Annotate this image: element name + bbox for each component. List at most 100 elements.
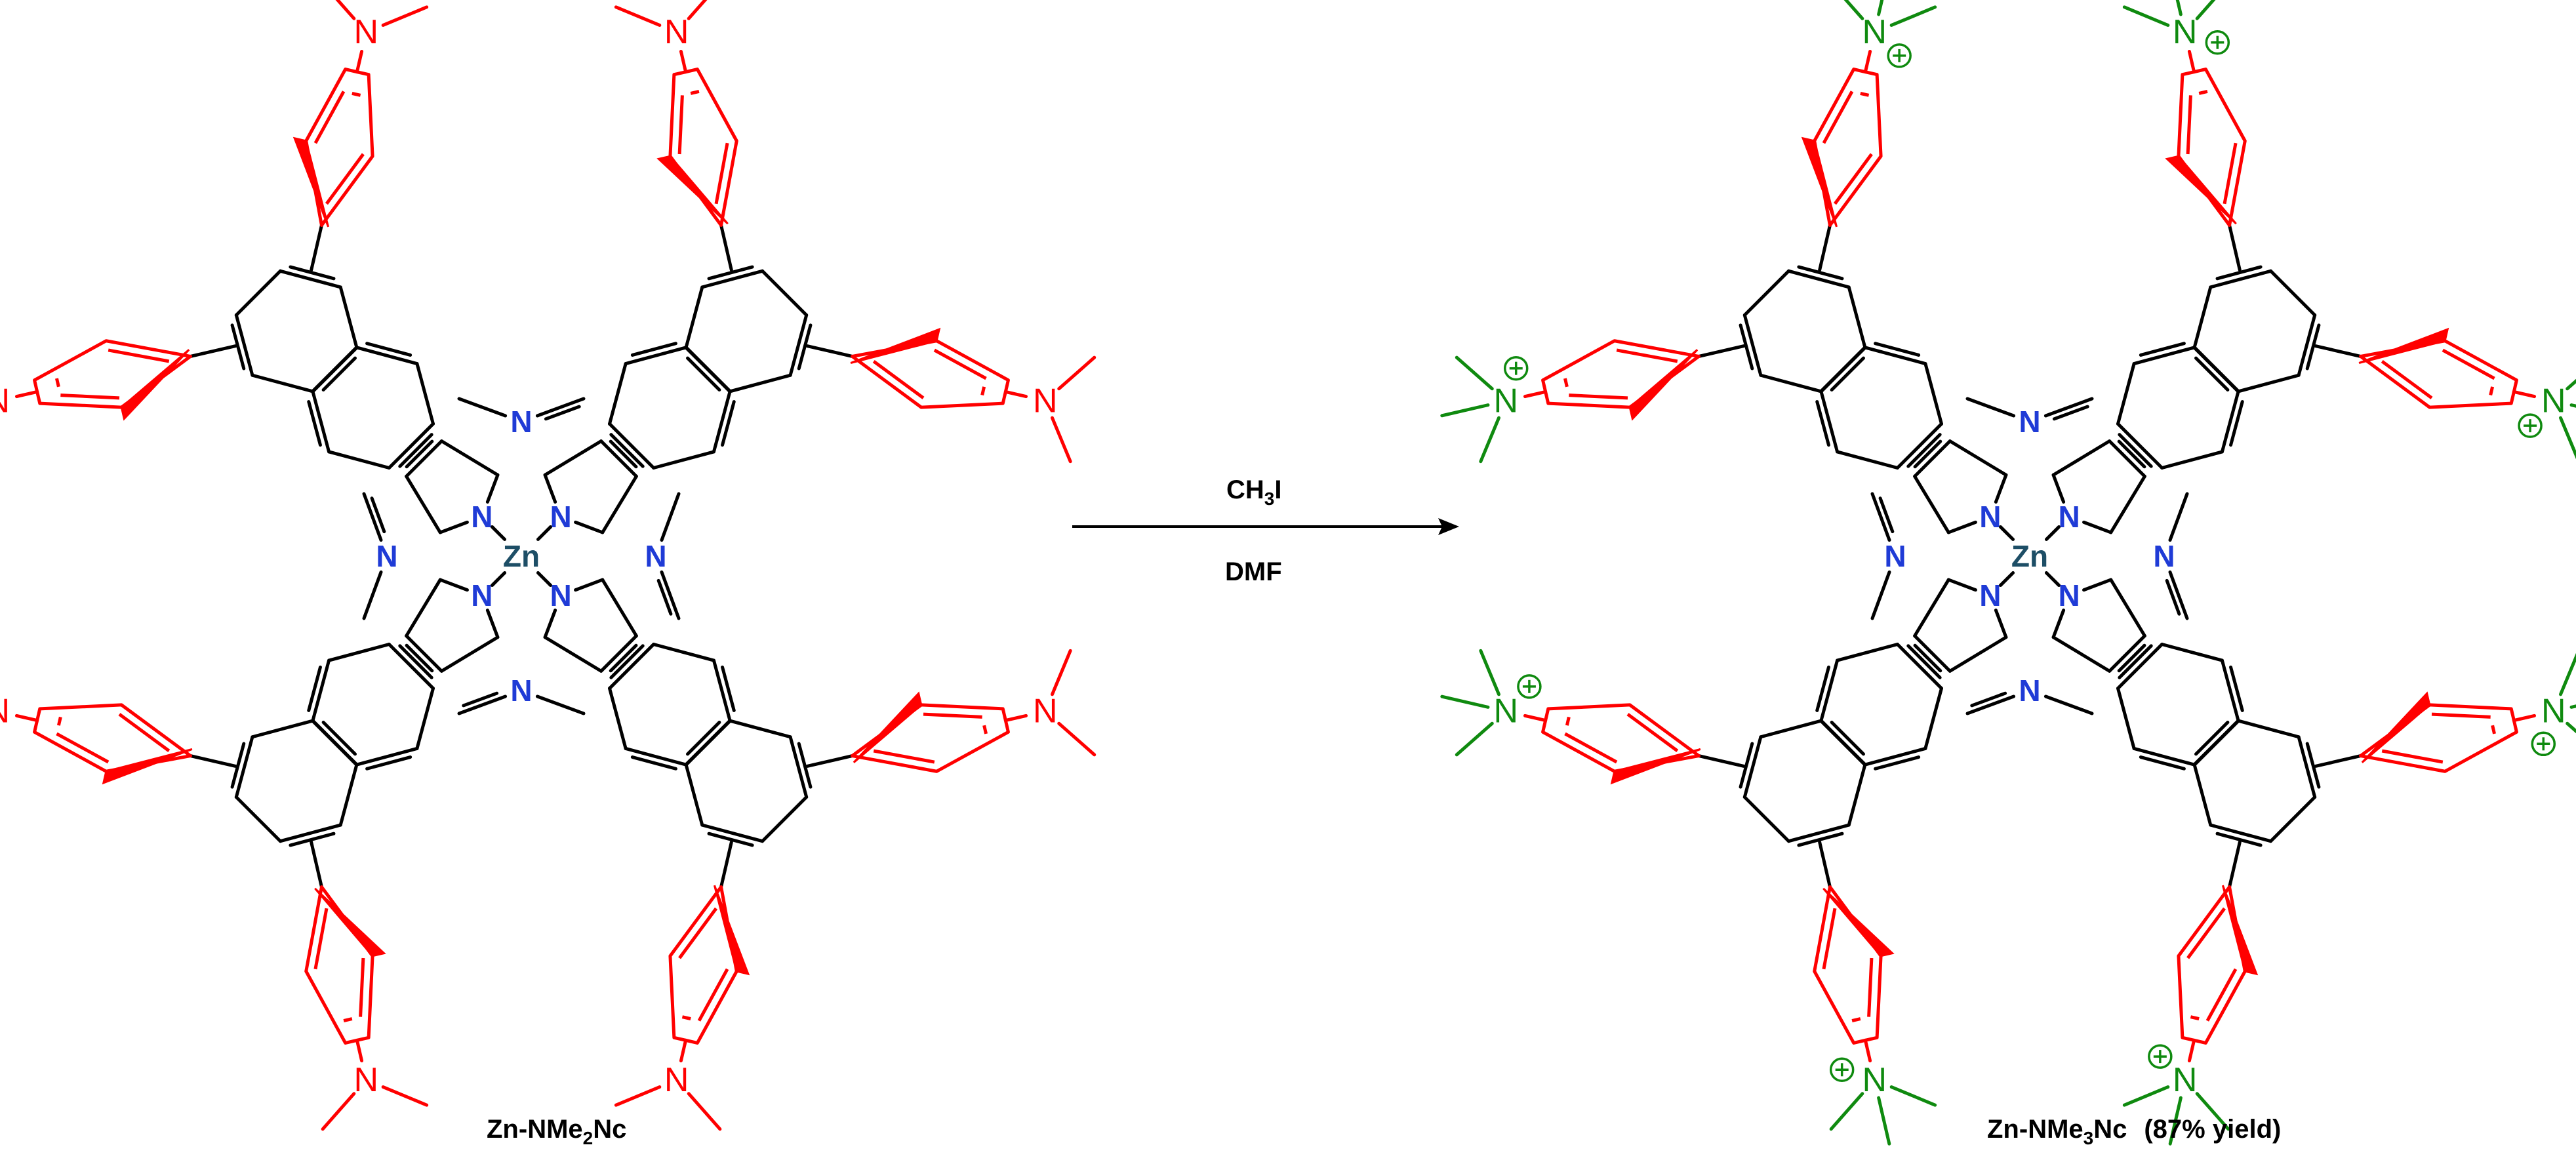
product-coord-bond [1998, 525, 2015, 542]
reactant-pyrrole-bond [574, 578, 605, 592]
product-arene-bond [2118, 644, 2153, 679]
product-arene-bond [1874, 755, 1921, 771]
product-pyrrole-bond [1994, 473, 2008, 504]
reactant-arene-bond [652, 450, 715, 470]
reactant-methyl [1057, 355, 1097, 391]
reactant-aryl-inner [872, 359, 925, 399]
reactant-arene-bond [684, 719, 732, 767]
product-aryl-link [1697, 344, 1746, 358]
product-aryl-inner [1833, 153, 1873, 205]
reactant-meso-bond [660, 492, 681, 542]
product-amine-bond [1523, 390, 1548, 399]
product-aryl-wedge [1628, 349, 1699, 421]
product-pyrrole-bond [1948, 635, 2008, 673]
product-amine-n: N [2173, 13, 2198, 51]
reactant-arene-bond [365, 755, 413, 771]
product-pyrrole-bond [2051, 439, 2112, 477]
reactant-methyl [335, 0, 356, 20]
product-arene-bond [2116, 362, 2136, 426]
product-aryl-link [2228, 224, 2242, 272]
reactant-methyl [687, 0, 708, 20]
product-aryl-inner [2381, 359, 2433, 399]
product-arene-bond [2192, 719, 2240, 767]
reactant-amine-n: N [0, 692, 10, 731]
reactant-arene-bond [251, 373, 315, 393]
product-aryl-link [2228, 840, 2242, 889]
reactant-methyl [614, 1085, 662, 1107]
reactant-arene-bond [311, 390, 331, 454]
product-arene-bond [1815, 400, 1830, 447]
product-amine-n: N [2541, 692, 2566, 731]
product-label: Zn-NMe3Nc(87% yield) [1987, 1115, 2281, 1148]
reactant-aryl-inner [313, 908, 329, 970]
reagent-methyl-iodide: CH3I [1226, 475, 1281, 509]
product-arene-bond [1830, 356, 1865, 391]
reactant-arene-bond [686, 721, 721, 756]
product-aryl-link [2314, 344, 2362, 358]
product-meso-n: N [2153, 539, 2175, 573]
product-charge-icon [2148, 1044, 2173, 1069]
product-aryl-wedge [2358, 327, 2449, 365]
product-aryl-link [2314, 754, 2362, 768]
product-meso-bond [2043, 397, 2094, 418]
product-aryl-inner [1860, 91, 1870, 97]
product-aryl-inner [2442, 348, 2495, 380]
product-arene-bond [2305, 323, 2321, 371]
product-amine-bond [2187, 1038, 2196, 1063]
product-pyrrole-bond [2051, 609, 2066, 639]
reactant-meso-bond [457, 397, 508, 418]
product-aryl-inner [2223, 142, 2238, 205]
reactant-amine-bond [355, 49, 364, 74]
product-arene-bond [1742, 735, 1763, 799]
reactant-aryl-inner [681, 1015, 691, 1021]
reactant-aryl-wedge [314, 887, 386, 957]
product-amine-bond [2512, 390, 2537, 399]
reactant-methyl [687, 1092, 722, 1131]
reactant-pyrrole-bond [609, 439, 638, 469]
reactant-meso-n: N [376, 539, 397, 573]
product-methyl [2195, 0, 2216, 20]
reactant-arene-bond [788, 313, 809, 377]
product-aryl-inner [1565, 716, 1571, 726]
reactant-zinc-atom: Zn [503, 539, 540, 573]
product-meso-bond [1965, 694, 2016, 715]
reactant-arene-bond [415, 687, 435, 750]
reactant-arene-bond [321, 721, 357, 756]
reactant-pyrrole-bond [543, 609, 557, 639]
reactant-aryl-inner [697, 968, 729, 1022]
product-charge-icon [1503, 355, 1529, 381]
product-pyrrole-bond [2082, 578, 2113, 592]
reactant-coord-bond [490, 571, 507, 588]
reactant-arene-bond [712, 390, 732, 454]
reactant-amine-n: N [1033, 692, 1058, 731]
product-methyl [2122, 1085, 2170, 1107]
product-aryl-wedge [1822, 887, 1895, 957]
product-pyrrole-bond [2082, 520, 2113, 534]
product-methyl [2195, 1092, 2230, 1131]
product-meso-bond [1878, 496, 1895, 534]
product-arene-bond [1819, 390, 1840, 454]
reactant-arene-bond [311, 346, 359, 393]
reactant-aryl-inner [56, 732, 110, 764]
product-pyrrole-bond [1913, 439, 1942, 469]
product-arene-bond [1874, 342, 1921, 357]
product-pyrrole-bond [1994, 609, 2008, 639]
reactant-arene-bond [686, 356, 721, 391]
reactant-methyl [1057, 721, 1097, 757]
product-arene-bond [1742, 313, 1763, 377]
reactant-aryl-wedge [292, 136, 330, 228]
reactant-amine-n: N [1033, 382, 1058, 420]
reactant-meso-bond [535, 694, 586, 715]
product-amine-n: N [1862, 13, 1887, 51]
product-aryl-inner [1867, 957, 1874, 1017]
reactant-arene-bond [761, 795, 809, 843]
product-arene-bond [1906, 644, 1942, 679]
reactant-arene-bond [608, 687, 628, 750]
reactant-meso-bond [535, 397, 586, 418]
product-meso-bond [2168, 492, 2189, 542]
reactant-arene-bond [630, 755, 677, 771]
product-aryl-inner [2205, 968, 2238, 1022]
reactant-aryl-inner [677, 95, 684, 155]
reactant-aryl-link [310, 224, 323, 272]
